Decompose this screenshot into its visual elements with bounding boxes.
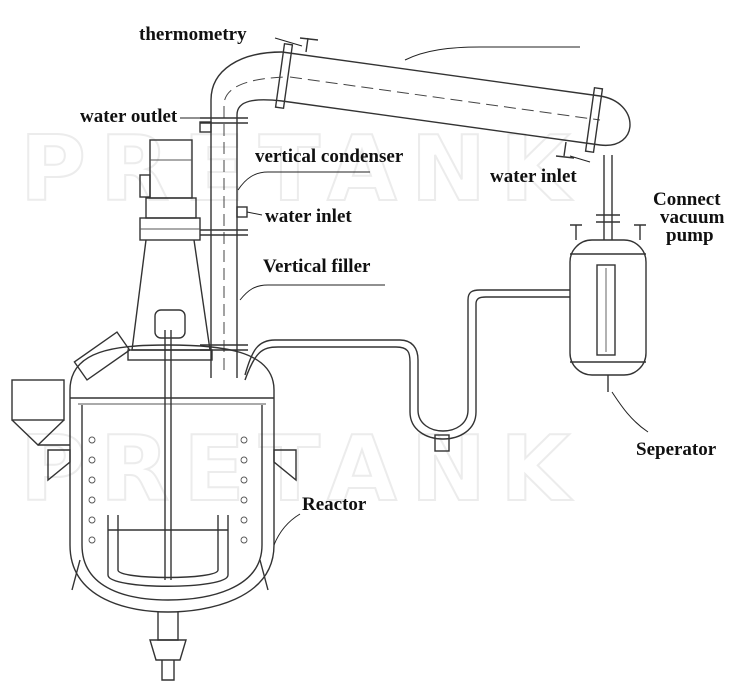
leader-reactor <box>273 513 301 546</box>
leader-water-inlet-right <box>569 155 591 163</box>
label-separator: Seperator <box>636 439 717 460</box>
label-vertical-condenser: vertical condenser <box>255 146 404 167</box>
leader-vertical-condenser <box>237 171 370 191</box>
label-water-inlet-left: water inlet <box>265 206 352 227</box>
leader-thermometry <box>274 37 303 47</box>
vapor-line <box>244 289 570 452</box>
label-vacuum: vacuum <box>660 207 725 228</box>
manhole <box>73 331 131 381</box>
reactor-vessel <box>47 330 297 681</box>
feed-hopper <box>11 379 70 446</box>
horizontal-condenser <box>274 37 631 159</box>
leader-vertical-filler <box>239 284 385 301</box>
watermark-top: PRETANK <box>20 117 584 222</box>
label-pump: pump <box>666 225 714 246</box>
separator-vessel <box>569 155 647 392</box>
agitator-drive <box>127 139 213 361</box>
label-connect: Connect <box>653 189 721 210</box>
label-reactor: Reactor <box>302 494 367 515</box>
jacket-fittings <box>88 436 248 544</box>
leader-water-inlet-left <box>246 211 263 216</box>
label-thermometry: thermometry <box>139 24 247 45</box>
leader-separator <box>611 391 649 433</box>
watermark-bottom: PRETANK <box>20 417 584 522</box>
label-water-inlet-right: water inlet <box>490 166 577 187</box>
leader-horizontal-condenser <box>404 46 580 61</box>
label-vertical-filler: Vertical filler <box>263 256 371 277</box>
label-water-outlet: water outlet <box>80 106 178 127</box>
